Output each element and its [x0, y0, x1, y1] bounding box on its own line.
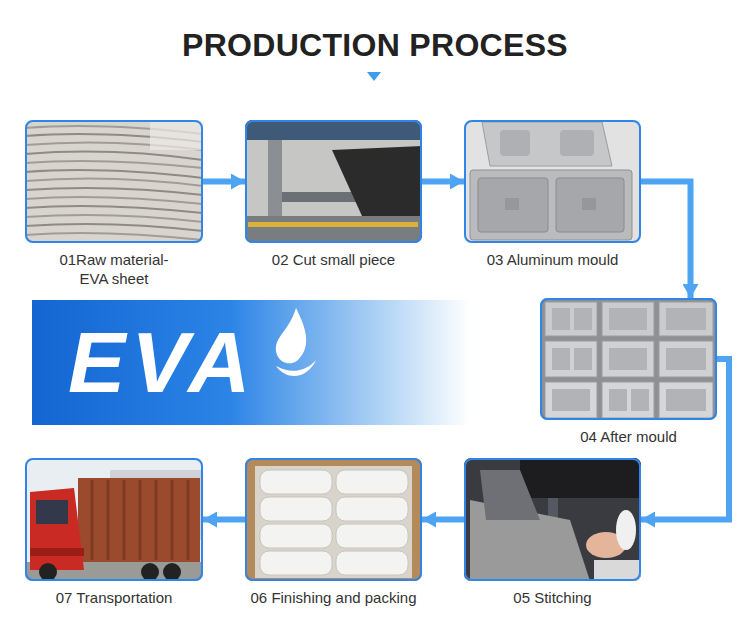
packing-photo: [245, 458, 422, 581]
step-box: 06 Finishing and packing: [245, 458, 422, 581]
step-label: 03 Aluminum mould: [487, 250, 619, 269]
flow-arrow: [203, 179, 245, 185]
title-pointer: [367, 72, 381, 81]
step-label: 07 Transportation: [56, 588, 173, 607]
step-box: 04 After mould: [540, 298, 717, 420]
eva-sheets-photo: [25, 120, 203, 243]
flow-arrow: [203, 517, 245, 523]
flow-arrow: [422, 179, 464, 185]
step-label: 04 After mould: [580, 427, 677, 446]
cutting-machine-photo: [245, 120, 422, 243]
step-box: 03 Aluminum mould: [464, 120, 641, 243]
step-box: 05 Stitching: [464, 458, 641, 581]
moulded-trays-photo: [540, 298, 717, 420]
step-box: 01Raw material- EVA sheet: [25, 120, 203, 243]
flow-arrow: [422, 517, 464, 523]
aluminum-mould-photo: [464, 120, 641, 243]
step-label: 02 Cut small piece: [272, 250, 395, 269]
logo-text: EVA: [68, 300, 470, 425]
step-box: 02 Cut small piece: [245, 120, 422, 243]
diagram-title: PRODUCTION PROCESS: [0, 26, 750, 64]
banner-ground: [32, 300, 470, 425]
truck-photo: [25, 458, 203, 581]
step-box: 07 Transportation: [25, 458, 203, 581]
stitching-photo: [464, 458, 641, 581]
step-label: 01Raw material- EVA sheet: [52, 250, 177, 288]
flow-arrow: [641, 182, 691, 299]
step-label: 06 Finishing and packing: [251, 588, 417, 607]
logo-banner: EVA: [32, 300, 470, 425]
step-label: 05 Stitching: [513, 588, 591, 607]
